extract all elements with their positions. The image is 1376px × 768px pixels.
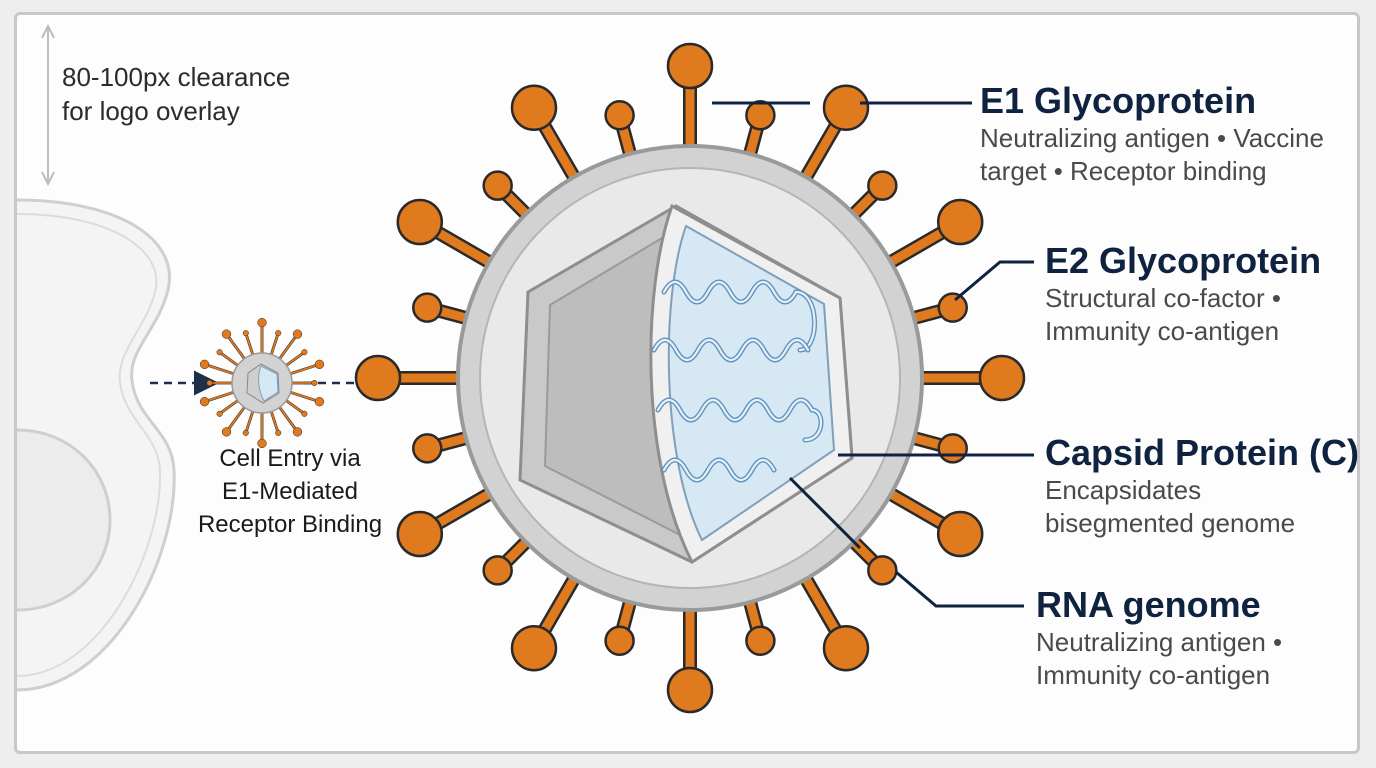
label-e1-desc-2: target • Receptor binding [980,156,1267,186]
host-cell [16,198,176,692]
e1-spike [278,329,303,361]
clearance-indicator [41,23,55,187]
e1-spike [396,451,559,558]
entry-line-1: Cell Entry via [219,445,361,472]
e2-spike [216,399,240,417]
e1-spike [257,411,267,449]
label-capsid-desc-1: Encapsidates [1045,475,1202,505]
e1-spike [199,359,235,376]
leader-lines [712,101,1034,608]
small-virion-icon [199,317,325,449]
label-e1-desc-1: Neutralizing antigen • Vaccine [980,123,1324,153]
label-e1-title: E1 Glycoprotein [980,80,1257,121]
e2-spike [290,379,318,387]
entry-line-3: Receptor Binding [197,511,383,538]
note-line-2: for logo overlay [62,96,240,126]
leader-line-e2 [954,260,1034,302]
e1-spike [289,359,325,376]
label-e1-glycoprotein: E1 Glycoprotein Neutralizing antigen • V… [980,80,1324,188]
label-e2-desc-1: Structural co-factor • [1045,283,1281,313]
leader-line-rna-inner [788,476,862,550]
label-capsid-protein: Capsid Protein (C) Encapsidates bisegmen… [1045,432,1359,540]
e1-spike [221,329,246,361]
capsid-core [667,224,836,542]
label-e2-title: E2 Glycoprotein [1045,240,1322,281]
e1-spike [221,405,246,437]
e2-spike [216,349,240,367]
label-capsid-title: Capsid Protein (C) [1045,432,1360,473]
logo-clearance-note: 80-100px clearance for logo overlay [62,60,290,128]
rna-genome [651,279,824,483]
e2-spike [284,349,308,367]
label-rna-desc-2: Immunity co-antigen [1036,660,1271,690]
cell-entry-caption: Cell Entry via E1-Mediated Receptor Bind… [180,442,400,541]
virion-illustration [354,42,1026,714]
label-rna-genome: RNA genome Neutralizing antigen • Immuni… [1036,584,1282,692]
label-rna-title: RNA genome [1036,584,1261,625]
e2-spike [269,330,282,356]
e1-spike [199,390,235,407]
e2-spike [269,410,282,436]
e1-spike [278,405,303,437]
label-e2-glycoprotein: E2 Glycoprotein Structural co-factor • I… [1045,240,1321,348]
e2-spike [284,399,308,417]
e1-spike [289,390,325,407]
entry-line-2: E1-Mediated [221,478,359,505]
e2-spike [206,379,234,387]
e2-spike [242,410,255,436]
e1-spike [257,317,267,355]
label-rna-desc-1: Neutralizing antigen • [1036,627,1283,657]
label-e2-desc-2: Immunity co-antigen [1045,316,1280,346]
e2-spike [242,330,255,356]
leader-line-rna [895,570,1024,608]
label-capsid-desc-2: bisegmented genome [1045,508,1296,538]
note-line-1: 80-100px clearance [62,62,291,92]
